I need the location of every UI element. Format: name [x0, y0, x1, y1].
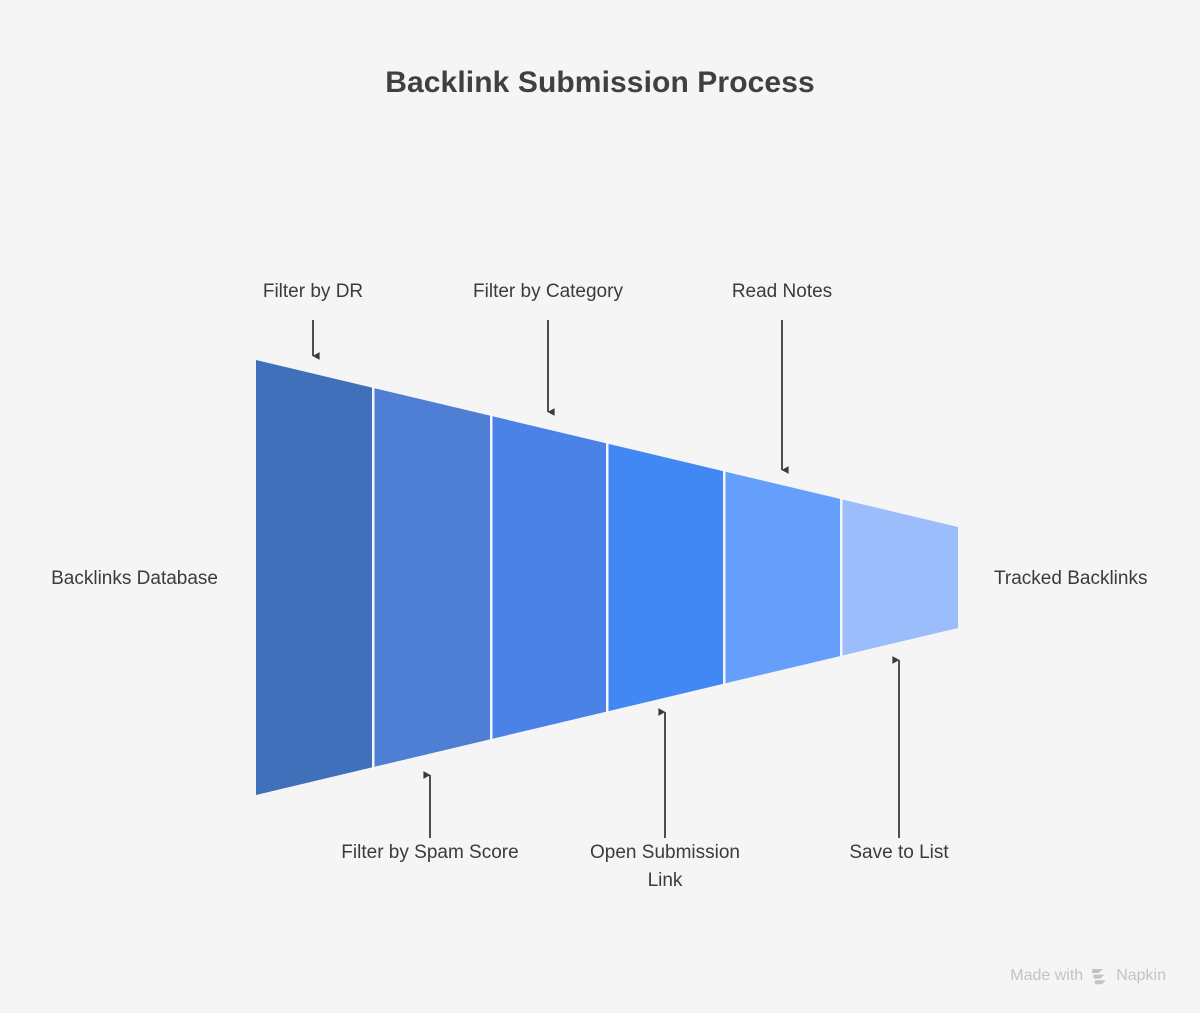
watermark-text: Made with: [1010, 967, 1084, 984]
annotation-arrow-group: [312, 320, 900, 838]
watermark-brand: Napkin: [1116, 967, 1166, 984]
funnel-input-label: Backlinks Database: [51, 568, 218, 589]
funnel-segment[interactable]: [492, 416, 607, 739]
funnel-output-label: Tracked Backlinks: [994, 568, 1148, 589]
annotation-label: Filter by Category: [473, 281, 623, 302]
funnel-segment[interactable]: [374, 388, 491, 767]
funnel-segment-group: [256, 360, 958, 795]
funnel-segment[interactable]: [725, 471, 841, 684]
annotation-label: Filter by DR: [262, 281, 364, 302]
annotation-label: Save to List: [849, 842, 949, 863]
annotation-label: Read Notes: [731, 281, 833, 302]
napkin-logo-icon: [1090, 968, 1109, 985]
annotation-label: Open Submission Link: [590, 842, 740, 891]
funnel-segment[interactable]: [842, 499, 959, 656]
funnel-segment[interactable]: [608, 443, 724, 712]
page-title: Backlink Submission Process: [385, 66, 815, 99]
funnel-segment[interactable]: [256, 360, 372, 795]
napkin-watermark: Made with Napkin: [1010, 967, 1166, 985]
annotation-label: Filter by Spam Score: [341, 842, 519, 863]
